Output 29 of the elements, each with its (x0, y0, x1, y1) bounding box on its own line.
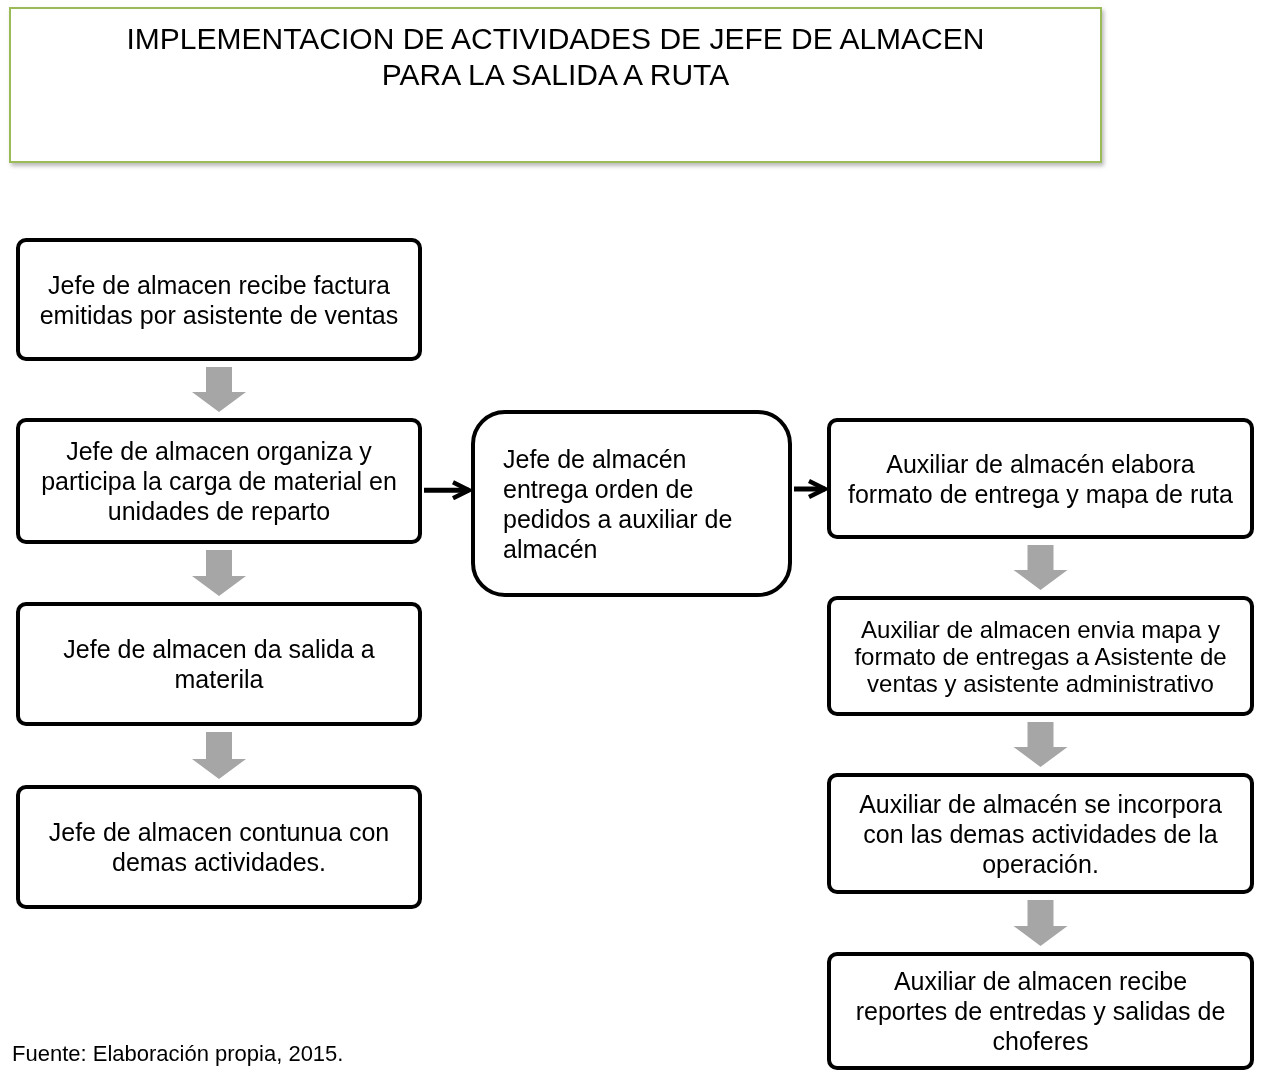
process-box (827, 596, 1254, 716)
process-box (16, 238, 422, 361)
arrow (424, 480, 472, 501)
step-text: Auxiliar de almacén se incorpora con las demas actividades de la operación. (858, 788, 1223, 879)
step-text: Jefe de almacen recibe factura emitidas por asistente de ventas (38, 269, 400, 330)
process-box (16, 418, 422, 544)
process-box (827, 418, 1254, 539)
title-box (9, 7, 1102, 163)
block-arrow (192, 732, 246, 779)
source-caption: Fuente: Elaboración propia, 2015. (12, 1041, 344, 1067)
block-arrow (1013, 722, 1068, 767)
step-text: Jefe de almacén entrega orden de pedidos a auxiliar de almacén (503, 443, 734, 564)
step-text: Jefe de almacen organiza y participa la carga de material en unidades de reparto (40, 436, 398, 526)
step-text: Auxiliar de almacen envia mapa y formato de entregas a Asistente de ventas y asistente administrativo (853, 615, 1228, 697)
step-text: Auxiliar de almacén elabora formato de entrega y mapa de ruta (847, 448, 1234, 509)
step-text: Jefe de almacen da salida a materila (62, 634, 376, 694)
process-box (471, 410, 792, 597)
process-box (16, 602, 422, 726)
header-text: IMPLEMENTACION DE ACTIVIDADES DE JEFE DE ALMACEN PARA LA SALIDA A RUTA (125, 21, 986, 93)
step-text: Auxiliar de almacen recibe reportes de entredas y salidas de choferes (854, 966, 1227, 1056)
process-box (827, 773, 1254, 894)
block-arrow (1013, 900, 1068, 946)
process-box (16, 785, 422, 909)
step-text: Jefe de almacen contunua con demas actividades. (47, 817, 391, 877)
block-arrow (1013, 545, 1068, 590)
block-arrow (192, 550, 246, 596)
block-arrow (192, 367, 246, 412)
process-box (827, 952, 1254, 1070)
arrow (794, 478, 828, 500)
